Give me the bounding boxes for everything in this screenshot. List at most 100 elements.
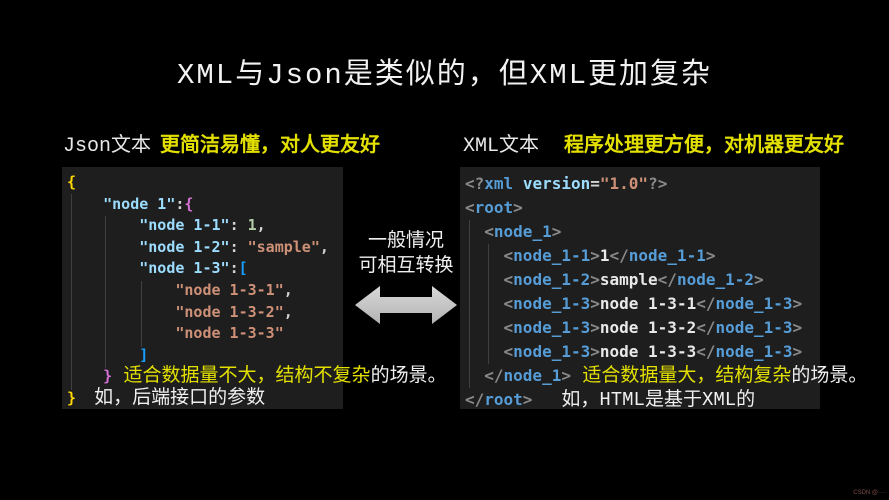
code-token: < [503, 342, 514, 361]
code-token: node_1-1 [628, 246, 706, 265]
code-token: > [792, 318, 803, 337]
code-token: : [229, 259, 239, 278]
xml-benefit-text: 程序处理更方便，对机器更友好 [564, 134, 845, 156]
xml-code: <?xml version="1.0"?><root> <node_1> <no… [460, 167, 867, 412]
code-token: { [184, 194, 194, 213]
code-token: 1 [599, 246, 610, 265]
code-token: 的场景。 [370, 365, 447, 388]
code-line: ] [67, 345, 343, 367]
code-token: < [503, 246, 514, 265]
code-token [67, 281, 175, 299]
code-token [67, 216, 139, 234]
code-token: root [484, 390, 523, 409]
json-code: { "node 1":{ "node 1-1": 1, "node 1-2": … [62, 167, 447, 410]
code-token: < [484, 222, 494, 241]
code-token: 适合数据量不大，结构不复杂 [112, 365, 371, 388]
code-token: "node 1-3-2" [175, 302, 284, 321]
code-token: > [590, 318, 600, 337]
code-token: } [67, 388, 77, 407]
conversion-note: 一般情况 可相互转换 [346, 228, 466, 332]
code-token: </ [465, 390, 485, 409]
code-token: ] [139, 345, 149, 364]
code-token [465, 294, 504, 313]
code-line: "node 1-3-1", [67, 280, 343, 302]
code-token [76, 389, 94, 407]
indent-guide [488, 244, 489, 364]
code-token: = [590, 174, 600, 193]
code-line: <node_1-3>node 1-3-3</node_1-3> [465, 340, 820, 364]
code-token: < [465, 198, 475, 217]
code-line: <?xml version="1.0"?> [465, 172, 820, 196]
code-token: xml [484, 174, 514, 193]
code-token: node_1-3 [715, 318, 793, 337]
code-token: node_1-3 [513, 342, 591, 361]
code-token: > [590, 246, 600, 265]
code-token: "sample" [247, 237, 320, 256]
code-token: , [283, 280, 293, 299]
indent-guide [469, 220, 470, 388]
code-token: node_1 [493, 222, 552, 241]
code-token: , [319, 237, 329, 256]
code-token: > [561, 366, 571, 385]
code-token: </ [696, 294, 716, 313]
code-token: </ [484, 366, 504, 385]
json-code-panel: { "node 1":{ "node 1-1": 1, "node 1-2": … [62, 167, 447, 410]
xml-panel-label: XML文本 [463, 135, 540, 158]
code-line: "node 1-3":[ [67, 258, 343, 280]
double-arrow-icon [346, 283, 466, 332]
json-column-header: Json文本 更简洁易懂，对人更友好 [63, 128, 380, 158]
code-token [67, 303, 175, 321]
code-token [532, 390, 561, 409]
code-token [465, 366, 484, 385]
code-token: </ [696, 342, 716, 361]
code-token: "node 1" [103, 194, 176, 213]
code-token: > [551, 222, 562, 241]
code-token [465, 342, 504, 361]
code-token: : [229, 216, 248, 235]
code-token: > [590, 270, 600, 289]
code-token: node_1-2 [513, 270, 591, 289]
code-token: > [590, 342, 600, 361]
code-token: , [256, 216, 266, 235]
code-line: </root> 如，HTML是基于XML的 [465, 388, 820, 412]
code-token: > [792, 294, 803, 313]
code-token [67, 324, 175, 342]
code-token: node_1 [503, 366, 562, 385]
code-token [465, 318, 504, 337]
conversion-note-line2: 可相互转换 [358, 255, 454, 276]
code-token [465, 270, 504, 289]
code-token: "node 1-3-1" [175, 280, 284, 299]
code-token: 1 [247, 216, 257, 235]
code-token: node_1-3 [513, 294, 591, 313]
indent-guide [141, 281, 142, 347]
code-line: <node_1-1>1</node_1-1> [465, 244, 820, 268]
json-benefit-text: 更简洁易懂，对人更友好 [160, 134, 381, 156]
code-token: </ [657, 270, 677, 289]
code-token: node 1-3-3 [599, 342, 697, 361]
code-token: [ [238, 259, 248, 278]
code-token: 如，后端接口的参数 [94, 386, 266, 409]
code-token [465, 246, 504, 265]
code-line: <node_1-2>sample</node_1-2> [465, 268, 820, 292]
code-token: 适合数据量大，结构复杂 [570, 365, 792, 387]
code-line: <node_1> [465, 220, 820, 244]
code-line: "node 1-3-3" [67, 323, 343, 345]
code-token: , [283, 302, 293, 321]
code-token: > [792, 342, 803, 361]
code-line: </node_1> 适合数据量大，结构复杂的场景。 [465, 364, 867, 388]
code-token: "1.0" [599, 174, 649, 193]
code-line: "node 1-3-2", [67, 302, 343, 324]
code-line: "node 1-2": "sample", [67, 237, 343, 259]
code-token: < [503, 318, 514, 337]
slide-title: XML与Json是类似的，但XML更加复杂 [176, 59, 713, 92]
code-token [67, 195, 103, 213]
code-token: node_1-1 [513, 246, 591, 265]
code-token: </ [696, 318, 716, 337]
code-token: > [754, 270, 764, 289]
code-token [67, 367, 103, 385]
code-line: "node 1":{ [67, 194, 343, 216]
code-line: <node_1-3>node 1-3-1</node_1-3> [465, 292, 820, 316]
code-token: > [522, 390, 533, 409]
watermark: CSDN @···· [853, 490, 886, 496]
